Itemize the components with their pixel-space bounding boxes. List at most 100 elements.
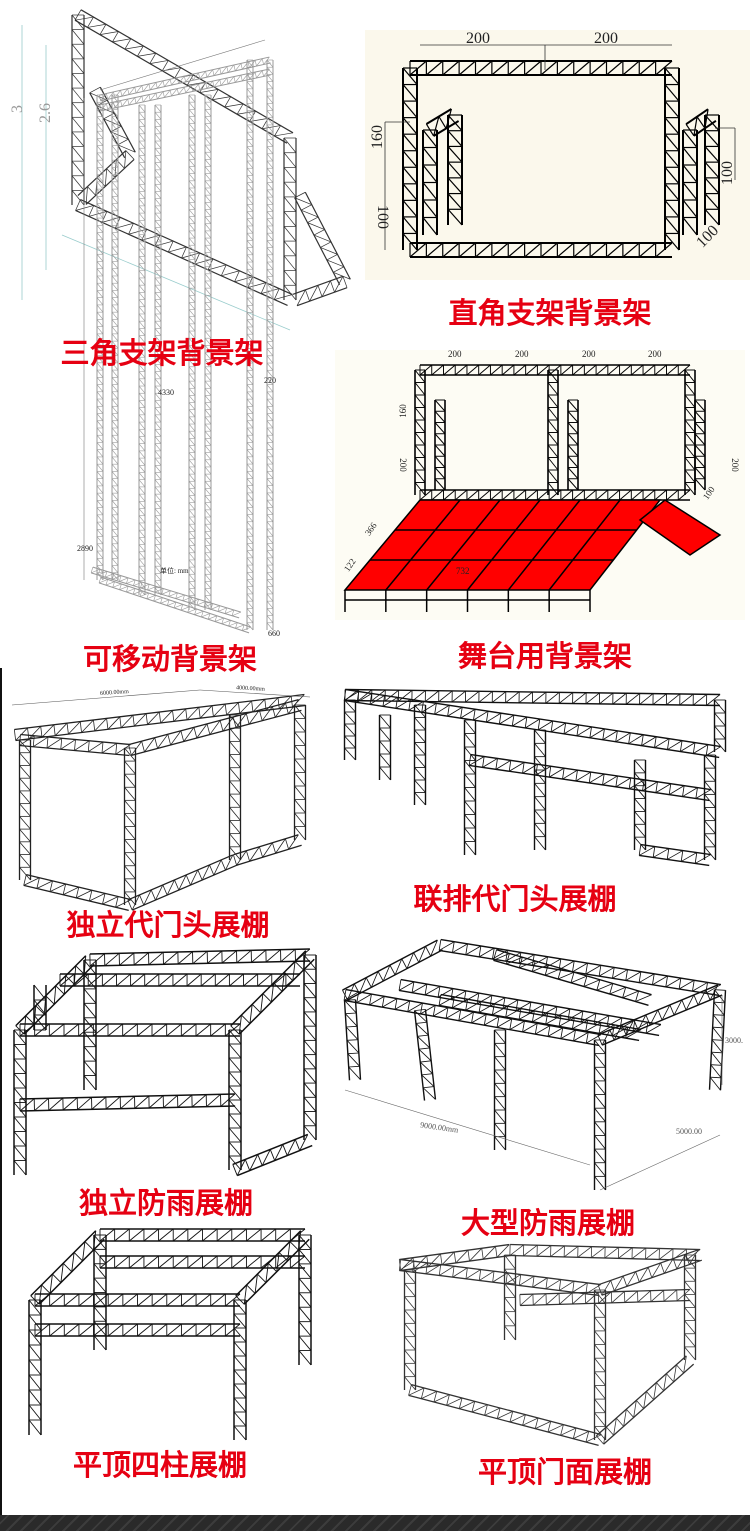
caption-flat-storefront-tent: 平顶门面展棚 [477, 1455, 653, 1489]
dim-label: 4330 [158, 388, 174, 397]
truss-beam [33, 984, 47, 1031]
truss-beam [75, 198, 293, 307]
truss-beam [98, 576, 252, 634]
truss-beam [154, 104, 162, 596]
dim-label: 160 [397, 404, 408, 418]
truss-beam [713, 699, 727, 753]
truss-beam [128, 699, 302, 756]
dim-label: 200 [397, 458, 408, 472]
dimension-line [344, 1089, 591, 1166]
truss-beam [99, 56, 271, 102]
truss-beam [419, 364, 691, 376]
truss-beam [13, 693, 306, 742]
dim-label: 200 [466, 30, 490, 47]
truss-beam [398, 978, 662, 1037]
dim-label: 220 [264, 376, 276, 385]
truss-beam [402, 67, 418, 251]
truss-beam [123, 747, 137, 906]
truss-beam [99, 1255, 306, 1269]
dim-label: 100 [719, 161, 736, 185]
truss-beam [438, 938, 722, 997]
dim-label: 732 [456, 566, 470, 576]
truss-beam [595, 1355, 695, 1445]
truss-beam [90, 566, 242, 619]
dimension-line [385, 499, 461, 591]
truss-beam [89, 948, 311, 967]
truss-beam [111, 94, 119, 581]
truss-beam [519, 1288, 691, 1307]
truss-beam [463, 719, 477, 856]
truss-beam [71, 14, 85, 206]
truss-beam [74, 9, 294, 144]
truss-beam [413, 1008, 437, 1101]
caption-single-rain-tent: 独立防雨展棚 [78, 1186, 254, 1220]
truss-beam [567, 399, 579, 491]
truss-beam [127, 854, 238, 911]
truss-beam [638, 843, 711, 867]
truss-beam [597, 1249, 703, 1296]
truss-beam [232, 1133, 313, 1177]
dim-label: 2.6 [37, 103, 54, 123]
truss-beam [293, 704, 307, 841]
truss-beam [684, 369, 696, 496]
truss-beam [19, 1023, 241, 1037]
truss-beam [18, 739, 32, 881]
dimension-line [599, 1134, 721, 1191]
truss-beam [246, 59, 254, 631]
truss-beam [228, 714, 242, 861]
truss-beam [408, 1384, 602, 1446]
truss-beam [683, 1254, 697, 1361]
truss-beam [533, 729, 547, 851]
truss-beam [422, 129, 438, 236]
truss-beam [266, 59, 274, 631]
truss-beam [378, 714, 392, 781]
truss-beam [343, 988, 602, 1047]
truss-beam [233, 1299, 247, 1441]
dimension-line [199, 689, 311, 698]
truss-beam [343, 699, 357, 761]
truss-beam [409, 242, 673, 258]
truss-beam [188, 94, 196, 611]
truss-beam [15, 955, 95, 1035]
truss-beam [708, 989, 727, 1091]
truss-beam [593, 1039, 607, 1191]
truss-beam [19, 733, 131, 757]
dim-label: 5000.00 [676, 1127, 702, 1136]
footer-pattern-strip [0, 1515, 750, 1531]
truss-beam [23, 874, 132, 911]
truss-beam [28, 1299, 42, 1436]
truss-beam [633, 759, 647, 851]
dim-label: 200 [515, 349, 529, 359]
dim-label: 200 [582, 349, 596, 359]
truss-beam [468, 753, 712, 802]
truss-beam [493, 1029, 507, 1151]
truss-beam [493, 949, 652, 1006]
caption-stage-backdrop: 舞台用背景架 [457, 639, 633, 673]
truss-beam [547, 369, 559, 496]
truss-beam [303, 954, 317, 1141]
truss-beam [509, 1243, 701, 1262]
truss-beam [343, 688, 722, 759]
caption-flat-four-post-tent: 平顶四柱展棚 [72, 1448, 248, 1482]
truss-beam [434, 399, 446, 491]
truss-beam [99, 68, 271, 112]
truss-beam [593, 1289, 607, 1441]
truss-beam [93, 1234, 107, 1351]
dimension-line [11, 689, 201, 706]
truss-beam [438, 993, 642, 1042]
caption-mobile-backdrop: 可移动背景架 [82, 642, 258, 676]
caption-large-rain-tent: 大型防雨展棚 [460, 1206, 636, 1240]
truss-beam [694, 399, 706, 491]
truss-beam [294, 191, 351, 286]
truss-beam [96, 94, 104, 581]
truss-beam [704, 114, 720, 226]
truss-beam [292, 275, 348, 307]
dimension-line [548, 499, 621, 591]
truss-beam [414, 369, 426, 496]
truss-beam [83, 959, 97, 1091]
dim-label: 单位: mm [160, 567, 189, 575]
truss-beam [233, 834, 302, 866]
truss-beam [34, 1323, 241, 1337]
truss-beam [138, 104, 146, 596]
caption-row-storefront-tent: 联排代门头展棚 [413, 882, 617, 916]
